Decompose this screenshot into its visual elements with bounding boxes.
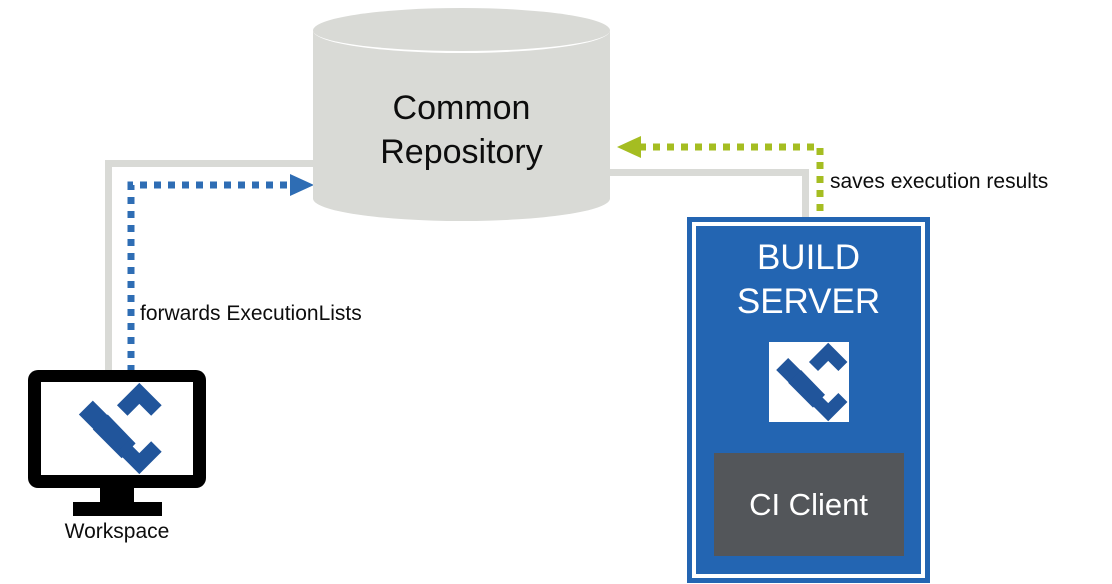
workspace-label: Workspace xyxy=(64,520,170,543)
repository-label: Common Repository xyxy=(313,86,610,174)
cylinder-top-ellipse xyxy=(313,8,610,53)
node-workspace[interactable]: Workspace xyxy=(28,370,206,550)
connector-repository-workspace xyxy=(105,160,370,378)
arrow-buildserver-to-repository xyxy=(641,143,824,225)
arrowhead-blue-icon xyxy=(290,174,314,196)
ci-client-label: CI Client xyxy=(749,487,868,522)
ci-client-box[interactable]: CI Client xyxy=(713,453,904,556)
repository-label-line1: Common xyxy=(392,89,531,127)
xray-x-logo-svg xyxy=(775,342,847,422)
monitor-base xyxy=(73,502,162,516)
cylinder-bottom-ellipse xyxy=(313,176,610,221)
monitor-frame xyxy=(28,370,206,488)
edge-label-saves-execution-results: saves execution results xyxy=(830,170,1049,193)
monitor-screen xyxy=(41,382,193,475)
repository-label-line2: Repository xyxy=(380,133,543,171)
cylinder-body xyxy=(313,30,610,199)
node-common-repository[interactable]: Common Repository xyxy=(313,8,610,221)
xray-x-logo-icon xyxy=(768,342,849,422)
build-server-title: BUILD SERVER xyxy=(692,236,925,324)
arrowhead-green-icon xyxy=(617,136,641,158)
build-server-title-line1: BUILD xyxy=(756,238,861,277)
xray-x-logo-icon xyxy=(78,382,162,475)
build-server-title-line2: SERVER xyxy=(736,282,881,321)
edge-label-forwards-executionlists: forwards ExecutionLists xyxy=(140,302,362,325)
node-build-server[interactable]: BUILD SERVER CI Client xyxy=(687,217,930,583)
arrow-workspace-to-repository xyxy=(127,181,290,372)
